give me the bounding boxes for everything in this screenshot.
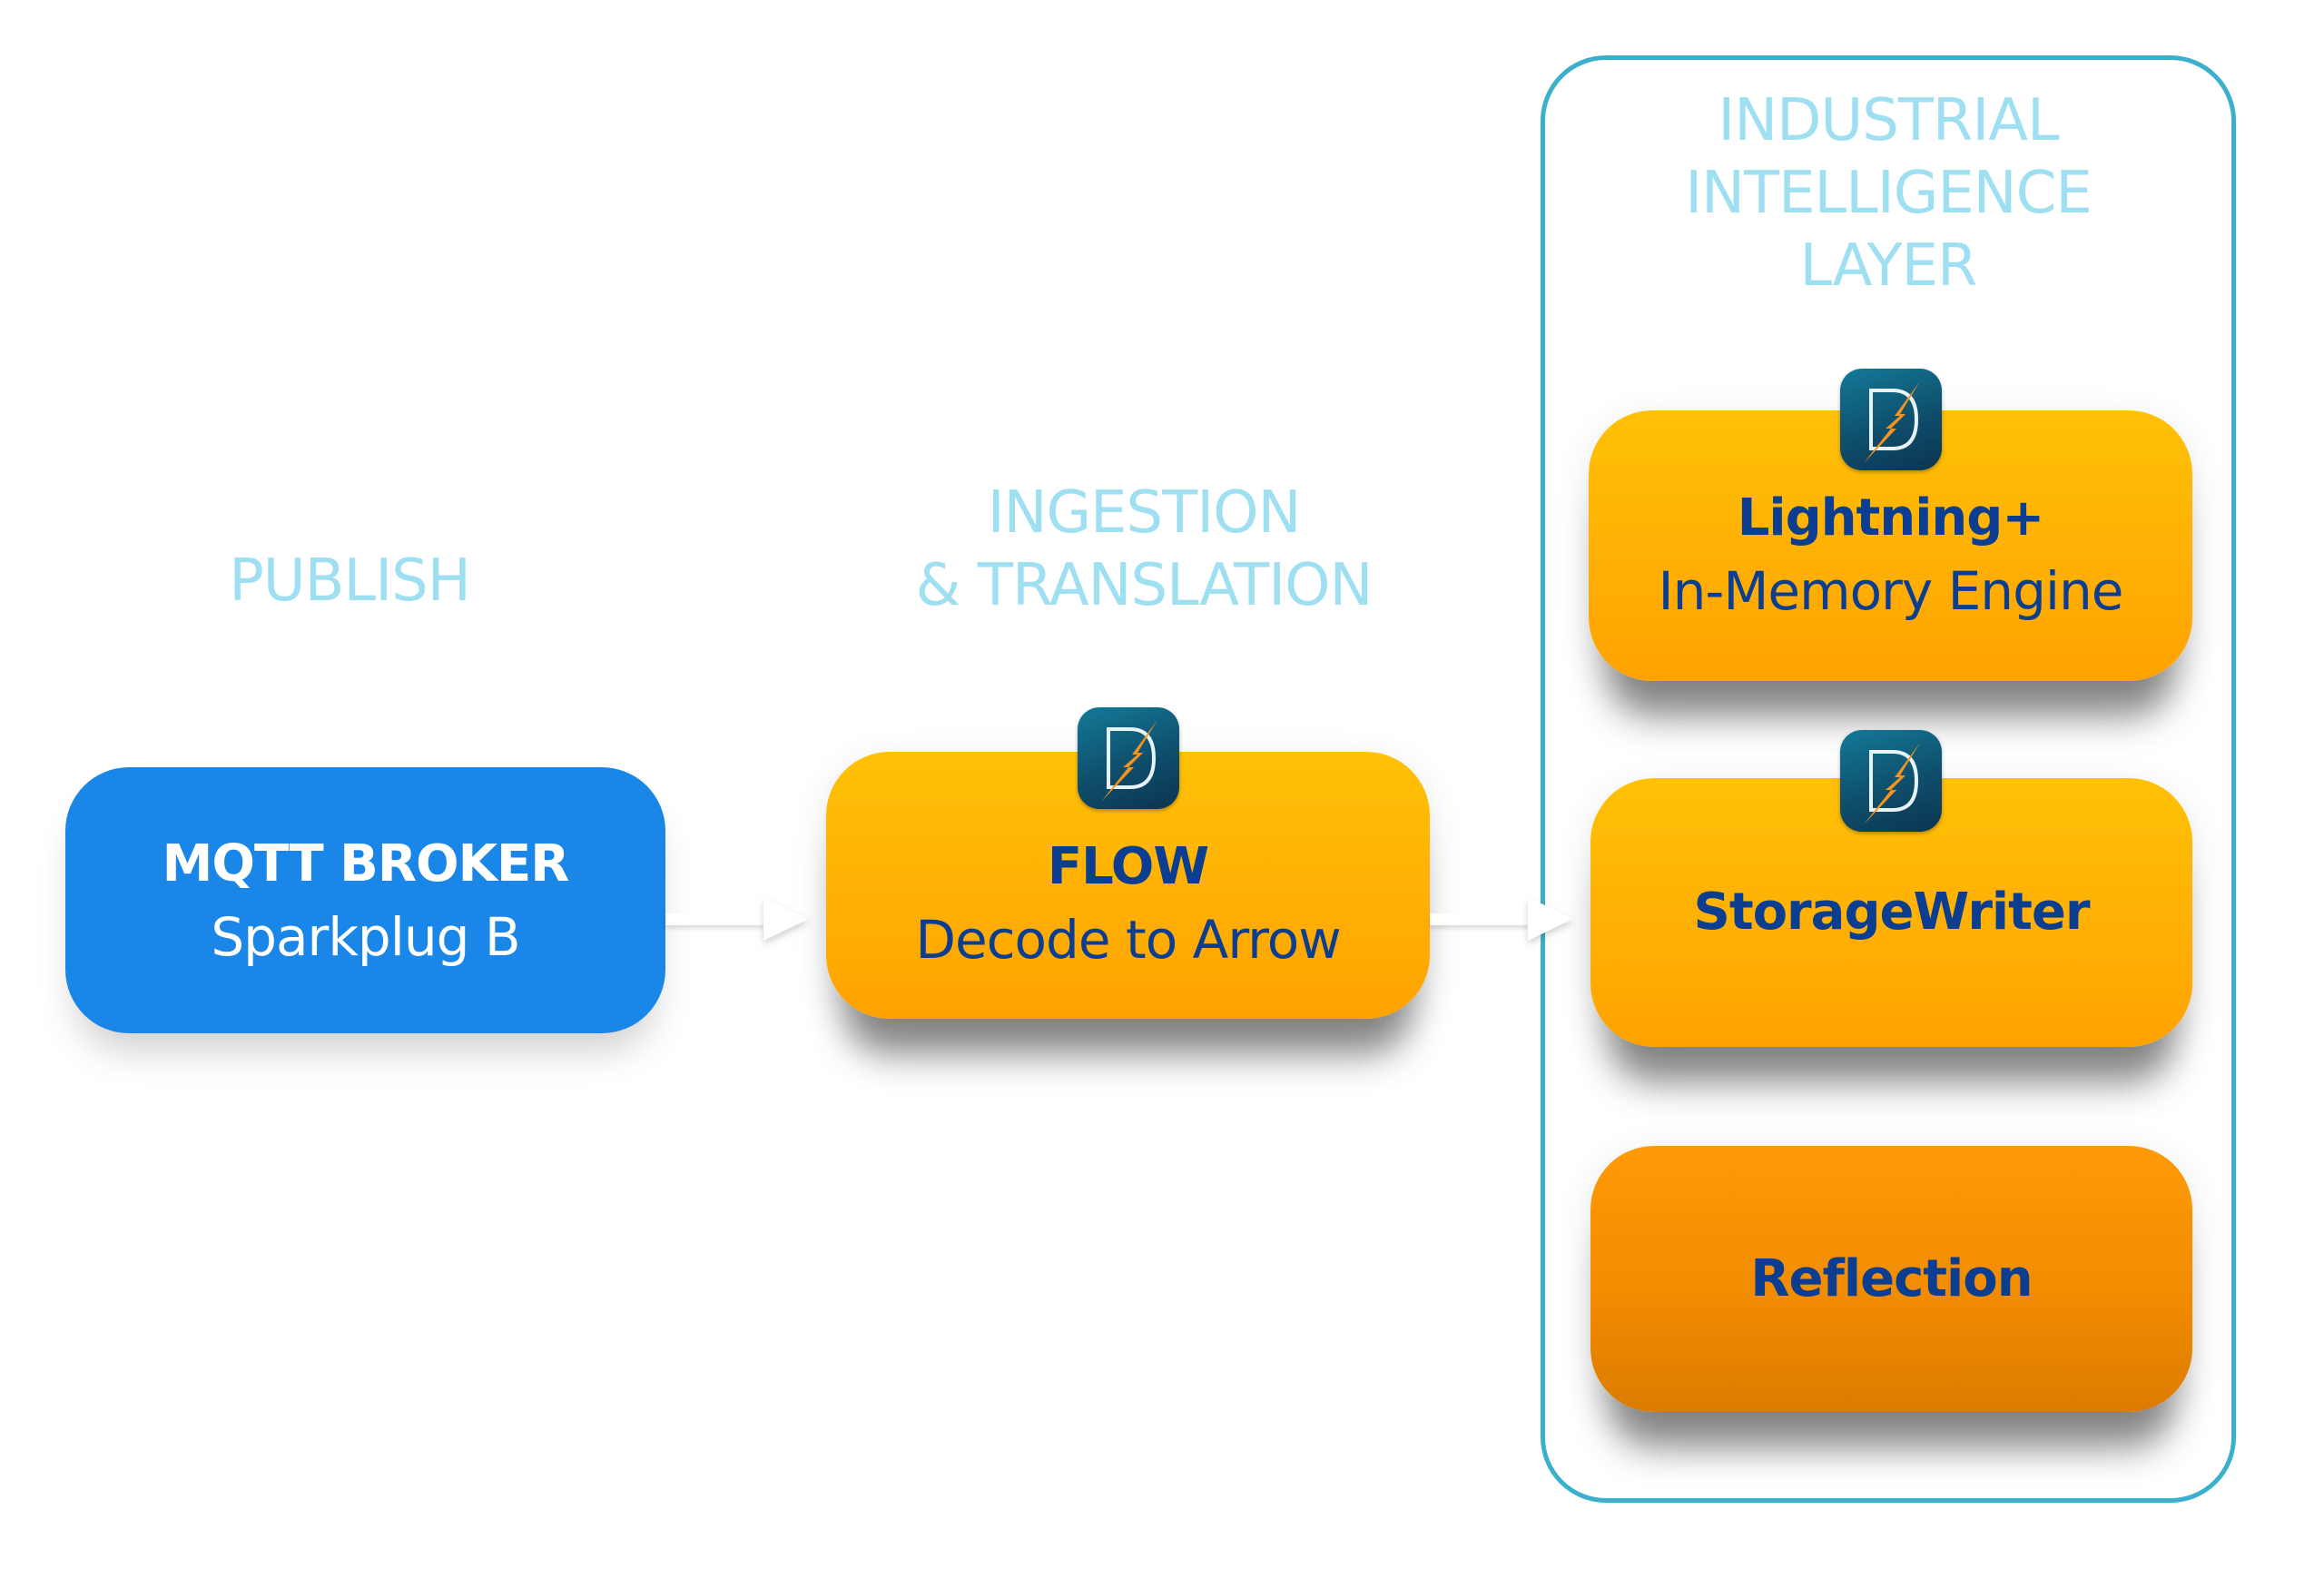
node-title: Lightning+ — [1737, 488, 2045, 548]
d-lightning-logo-icon — [1840, 369, 1942, 470]
d-lightning-logo-icon — [1078, 707, 1179, 809]
node-title: Reflection — [1750, 1248, 2033, 1308]
node-title: FLOW — [1047, 837, 1209, 896]
d-lightning-logo-icon — [1840, 730, 1942, 832]
arrow-head-icon — [1528, 897, 1573, 941]
arrow-head-icon — [763, 897, 809, 941]
intelligence-layer-panel — [1541, 55, 2236, 1503]
reflection-node[interactable]: Reflection — [1590, 1146, 2192, 1412]
node-title: MQTT BROKER — [162, 834, 570, 893]
arrow-shaft — [1430, 913, 1530, 925]
node-subtitle: In-Memory Engine — [1658, 560, 2124, 622]
arrow-mqtt-to-flow — [665, 897, 811, 942]
node-subtitle: Sparkplug B — [211, 905, 520, 968]
lightning-engine-node[interactable]: Lightning+ In-Memory Engine — [1589, 410, 2192, 681]
stage-label-intelligence-layer: INDUSTRIAL INTELLIGENCE LAYER — [1685, 87, 2093, 300]
arrow-shaft — [665, 913, 765, 925]
arrow-flow-to-intelligence-layer — [1430, 897, 1575, 942]
stage-label-ingestion: INGESTION & TRANSLATION — [915, 479, 1374, 619]
node-title: StorageWriter — [1693, 883, 2090, 942]
mqtt-broker-node[interactable]: MQTT BROKER Sparkplug B — [65, 767, 665, 1033]
stage-label-publish: PUBLISH — [229, 548, 471, 615]
node-subtitle: Decode to Arrow — [915, 909, 1341, 971]
